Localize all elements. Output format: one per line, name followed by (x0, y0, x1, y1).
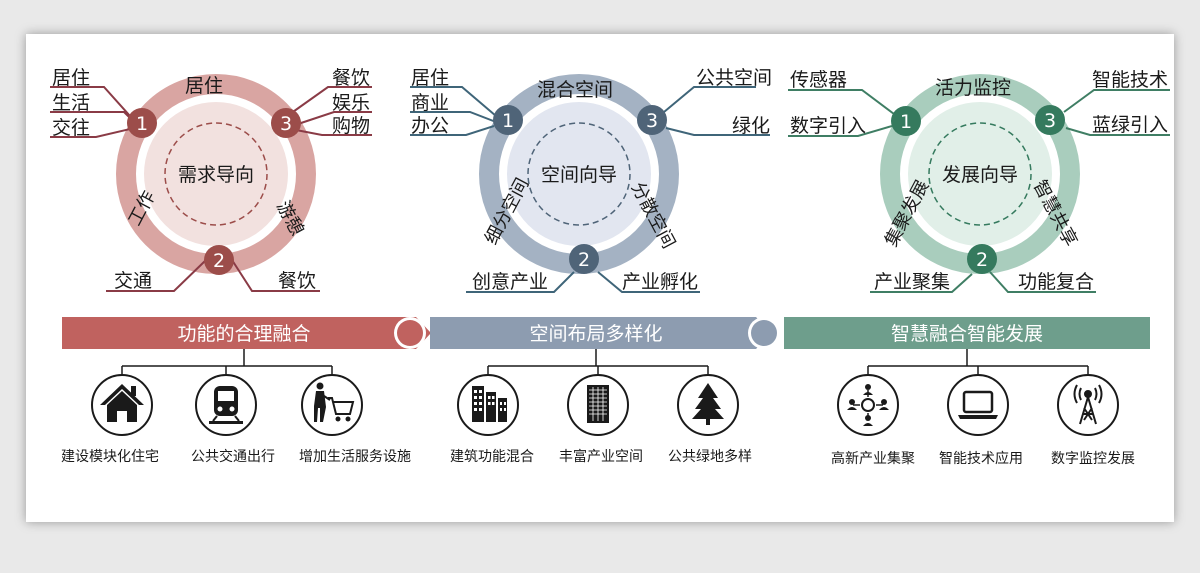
number-badge-1 (493, 105, 523, 135)
signal-tower-icon (1073, 384, 1103, 425)
bar-function (62, 317, 416, 349)
arc-label-top: 活力监控 (935, 77, 1011, 99)
bottom-label: 产业聚集 (874, 271, 950, 293)
number-1: 1 (502, 110, 514, 132)
number-badge-2 (204, 245, 234, 275)
shopping-cart-icon (314, 382, 355, 422)
number-2: 2 (976, 249, 988, 271)
tower-building-icon (587, 385, 609, 423)
center-label: 发展向导 (942, 164, 1018, 186)
inner-circle (507, 102, 651, 246)
number-3: 3 (1044, 110, 1056, 132)
side-label: 购物 (332, 115, 370, 137)
number-badge-1 (891, 106, 921, 136)
side-label: 居住 (411, 67, 449, 89)
icon-label: 智能技术应用 (939, 450, 1023, 467)
connector-lines (410, 86, 770, 293)
icon-labels: 建设模块化住宅 公共交通出行 增加生活服务设施 建筑功能混合 丰富产业空间 公共… (61, 448, 1135, 467)
bottom-label: 交通 (114, 270, 152, 292)
side-label: 娱乐 (332, 92, 370, 114)
number-2: 2 (578, 249, 590, 271)
side-label: 商业 (411, 92, 449, 114)
tree-connectors (121, 349, 1089, 376)
number-badge-3 (1035, 105, 1065, 135)
number-3: 3 (280, 113, 292, 135)
bar-label: 空间布局多样化 (529, 323, 662, 345)
side-label: 公共空间 (696, 67, 772, 89)
bar-dot (751, 320, 777, 346)
number-badge-2 (967, 244, 997, 274)
side-label: 居住 (52, 67, 90, 89)
side-label: 交往 (52, 117, 90, 139)
dashed-circle (527, 122, 631, 226)
side-label: 餐饮 (332, 67, 370, 89)
inner-circle (144, 102, 288, 246)
buildings-icon (472, 386, 507, 422)
train-icon (209, 386, 243, 424)
network-people-icon (847, 384, 889, 426)
tree-icon (692, 383, 724, 425)
side-label: 绿化 (732, 115, 770, 137)
center-label: 空间向导 (541, 164, 617, 186)
circle-demand: 需求导向 居住 工作 游憩 1 3 2 居住 生活 交往 餐饮 娱乐 购物 交通… (50, 67, 372, 292)
circle-space: 空间向导 混合空间 细分空间 分散空间 1 3 2 居住 商业 办公 公共空间 … (410, 67, 772, 293)
bottom-label: 功能复合 (1018, 271, 1094, 293)
bottom-label: 创意产业 (472, 271, 548, 293)
number-badge-2 (569, 244, 599, 274)
inner-circle (908, 102, 1052, 246)
number-1: 1 (900, 111, 912, 133)
bar-smart (784, 317, 1150, 349)
bar-space (430, 317, 756, 349)
laptop-icon (958, 390, 998, 419)
icon-label: 建筑功能混合 (450, 449, 534, 465)
side-label: 传感器 (790, 69, 847, 91)
dashed-circle (928, 122, 1032, 226)
banner-bars: 功能的合理融合 空间布局多样化 智慧融合智能发展 (62, 317, 1150, 349)
side-label: 智能技术 (1092, 69, 1168, 91)
icon-label: 丰富产业空间 (559, 448, 643, 465)
diagram-card: 需求导向 居住 工作 游憩 1 3 2 居住 生活 交往 餐饮 娱乐 购物 交通… (26, 34, 1174, 522)
center-label: 需求导向 (178, 164, 254, 186)
circle-development: 发展向导 活力监控 集聚发展 智慧共享 1 3 2 传感器 数字引入 智能技术 … (788, 69, 1170, 293)
bottom-label: 餐饮 (278, 270, 316, 292)
number-3: 3 (646, 110, 658, 132)
arc-label-top: 混合空间 (537, 79, 613, 101)
bottom-label: 产业孵化 (622, 271, 698, 293)
house-icon (100, 384, 144, 422)
number-badge-1 (127, 108, 157, 138)
bar-label: 智慧融合智能发展 (891, 323, 1043, 345)
arc-label-top: 居住 (185, 75, 223, 97)
diagram-canvas: 需求导向 居住 工作 游憩 1 3 2 居住 生活 交往 餐饮 娱乐 购物 交通… (50, 67, 1170, 467)
side-label: 生活 (52, 92, 90, 114)
dashed-circle (164, 122, 268, 226)
side-label: 数字引入 (790, 115, 866, 137)
number-badge-3 (637, 105, 667, 135)
icon-label: 公共绿地多样 (668, 448, 752, 465)
bar-label: 功能的合理融合 (177, 323, 310, 345)
bar-dot (397, 320, 423, 346)
number-1: 1 (136, 113, 148, 135)
number-2: 2 (213, 250, 225, 272)
icon-label: 增加生活服务设施 (299, 449, 411, 465)
icon-label: 公共交通出行 (191, 448, 275, 465)
number-badge-3 (271, 108, 301, 138)
icon-label: 数字监控发展 (1051, 451, 1135, 467)
side-label: 蓝绿引入 (1092, 114, 1168, 136)
icon-label: 高新产业集聚 (831, 450, 915, 467)
connector-lines (788, 89, 1170, 293)
side-label: 办公 (411, 115, 449, 137)
icon-circles (91, 374, 1119, 436)
icon-label: 建设模块化住宅 (61, 449, 159, 465)
